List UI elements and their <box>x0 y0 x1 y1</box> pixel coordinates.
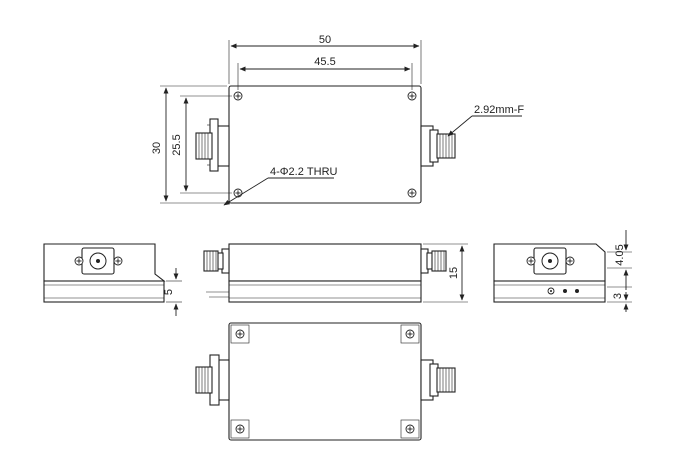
top-view: 50 45.5 30 25.5 4-Φ2.2 THRU 2.92mm-F <box>151 34 524 206</box>
bottom-left-connector-icon <box>195 354 230 406</box>
dim-height: 15 <box>448 267 460 279</box>
left-connector-icon <box>195 118 230 172</box>
right-connector-icon <box>420 125 456 167</box>
bottom-view <box>195 322 456 441</box>
front-right-connector-icon <box>420 248 447 274</box>
dim-overall-width: 30 <box>151 142 163 154</box>
callout-mounting-holes: 4-Φ2.2 THRU <box>270 166 338 178</box>
callout-connector: 2.92mm-F <box>474 104 524 116</box>
front-view: 15 <box>203 243 468 303</box>
dim-hole-spacing-length: 45.5 <box>314 56 335 68</box>
dim-hole-spacing-width: 25.5 <box>171 134 183 155</box>
bottom-right-connector-icon <box>420 359 456 401</box>
dim-overall-length: 50 <box>319 34 331 46</box>
front-left-connector-icon <box>203 248 230 298</box>
dim-side-offset: 3 <box>612 293 624 299</box>
left-end-view: 5 <box>43 243 182 316</box>
right-end-view: 4.05 3 <box>493 230 632 312</box>
dim-base-thickness: 5 <box>163 289 175 295</box>
dim-top-offset: 4.05 <box>614 244 626 265</box>
